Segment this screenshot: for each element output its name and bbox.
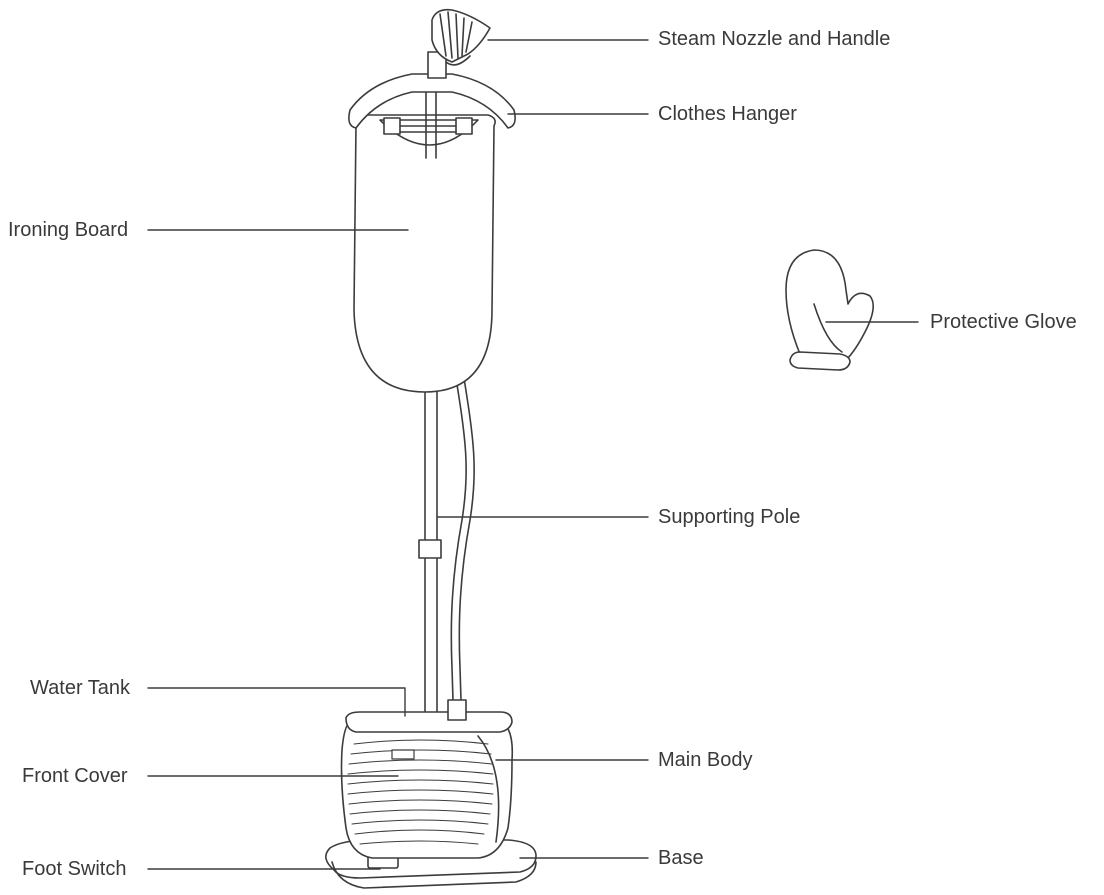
main-body-housing bbox=[340, 699, 514, 859]
label-clothes-hanger: Clothes Hanger bbox=[658, 103, 797, 125]
label-protective-glove: Protective Glove bbox=[930, 311, 1077, 333]
steam-nozzle bbox=[427, 8, 491, 79]
label-main-body: Main Body bbox=[658, 749, 753, 771]
ironing-board bbox=[353, 114, 496, 393]
label-water-tank: Water Tank bbox=[30, 677, 131, 699]
leader-lines bbox=[147, 39, 919, 870]
clothes-hanger bbox=[348, 73, 516, 129]
label-foot-switch: Foot Switch bbox=[22, 858, 127, 880]
label-base: Base bbox=[658, 847, 704, 869]
label-front-cover: Front Cover bbox=[22, 765, 128, 787]
hanger-clamp bbox=[379, 91, 479, 159]
label-steam-nozzle: Steam Nozzle and Handle bbox=[658, 28, 891, 50]
glove-icon bbox=[785, 249, 874, 371]
label-supporting-pole: Supporting Pole bbox=[658, 506, 801, 528]
supporting-pole bbox=[418, 387, 442, 723]
front-cover-ribs bbox=[347, 739, 494, 845]
steam-hose bbox=[450, 371, 467, 701]
label-ironing-board: Ironing Board bbox=[8, 219, 129, 241]
